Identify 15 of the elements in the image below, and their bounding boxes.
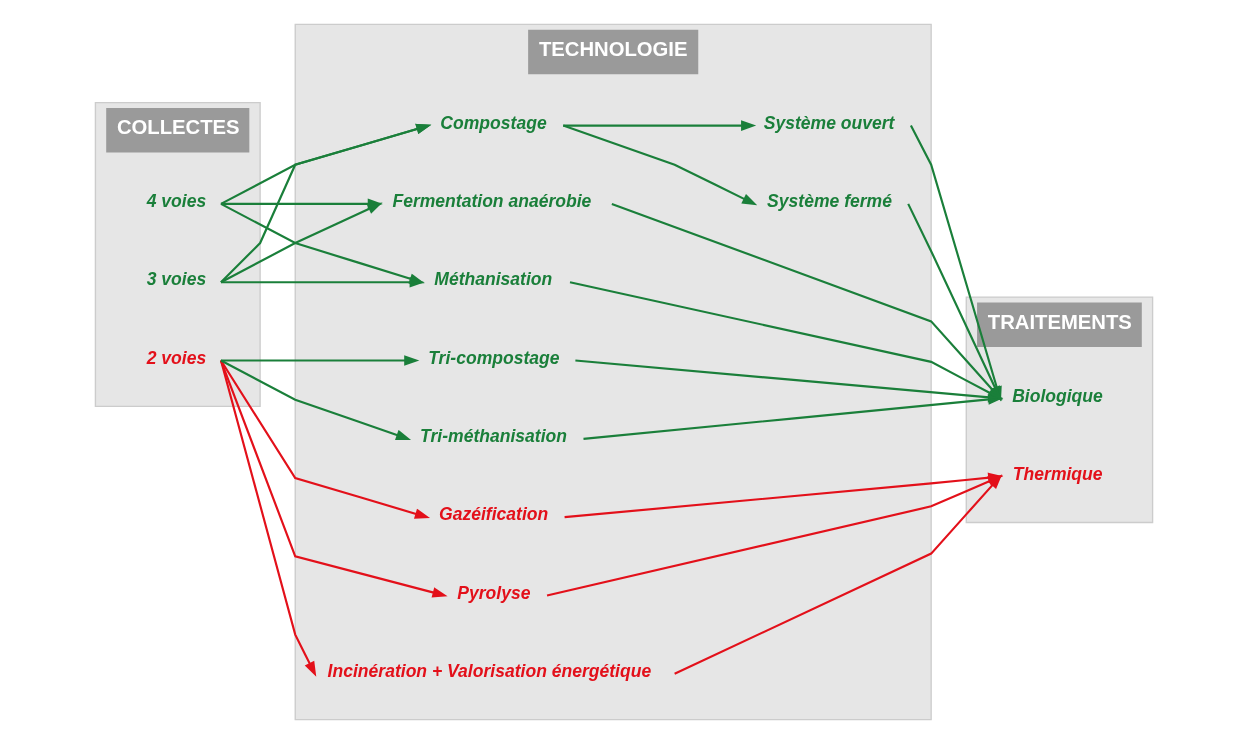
node-text: 3 voies [146,269,207,290]
node-text: Biologique [1012,385,1103,406]
node-text: Pyrolyse [457,582,531,603]
node-text: Incinération + Valorisation énergétique [327,661,652,682]
node-text: Fermentation anaérobie [392,191,592,212]
node-text: 2 voies [146,347,207,368]
node-text: 4 voies [146,191,207,212]
node-text: Thermique [1012,463,1103,484]
node-text: Compostage [440,112,547,133]
node-text: Méthanisation [434,269,553,290]
node-text: Gazéification [439,504,549,525]
node-text: Système fermé [767,191,892,212]
node-text: Système ouvert [763,112,895,133]
node-text: Tri-compostage [428,347,560,368]
node-text: Tri-méthanisation [420,426,568,447]
